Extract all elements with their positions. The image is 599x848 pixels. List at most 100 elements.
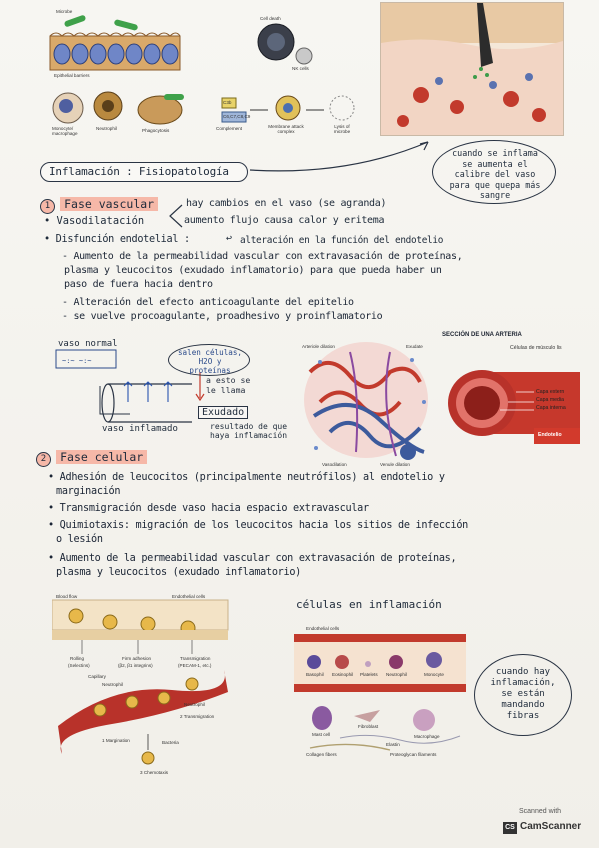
label-fibroblast: Fibroblast xyxy=(358,724,379,729)
top-immune-figure: Microbe Epithelial barriers Cell death N… xyxy=(36,4,376,150)
exudado-box: Exudado xyxy=(198,406,249,419)
label-selectins: (Selectins) xyxy=(68,663,90,668)
artery-title: SECCIÓN DE UNA ARTERIA xyxy=(442,332,522,338)
label-mac: Membrane attack complex xyxy=(268,124,304,134)
label-capa-interna: Capa interna xyxy=(536,405,566,411)
label-basophil: Basophil xyxy=(306,672,324,677)
bullet-disfuncion: • Disfunción endotelial : xyxy=(44,234,190,245)
sketch-bubble-text: salen células, H2O y proteínas xyxy=(177,348,242,375)
label-neutrophil-a: Neutrophil xyxy=(102,682,123,687)
label-monocyte-c: Monocyte xyxy=(424,672,444,677)
phase1-brace-top: hay cambios en el vaso (se agranda) xyxy=(186,198,387,209)
label-collagen: Collagen fibers xyxy=(306,752,337,757)
tissue-injury-figure xyxy=(380,2,564,136)
label-neutrophil-b: Neutrophil xyxy=(184,702,205,707)
sub1-line-c: paso de fuera hacia dentro xyxy=(64,279,213,290)
sub1-line-a: - Aumento de la permeabilidad vascular c… xyxy=(62,251,463,262)
label-transmig-step: 2 Transmigration xyxy=(180,714,214,719)
p2-bullet2: • Transmigración desde vaso hacia espaci… xyxy=(48,503,369,514)
label-monocyte: Monocyte/ macrophage xyxy=(52,126,78,136)
vessel-sketch: vaso normal ~:~ ~:~ salen células, H2O y… xyxy=(50,338,290,456)
vaso-inflamado-label: vaso inflamado xyxy=(102,424,178,434)
phase1-brace-bottom: aumento flujo causa calor y eritema xyxy=(184,215,385,226)
sub1-text-a: Aumento de la permeabilidad vascular con… xyxy=(73,251,463,262)
p2-b3a-text: Quimiotaxis: migración de los leucocitos… xyxy=(59,520,469,531)
scanned-with: Scanned with xyxy=(519,808,562,815)
label-bacteria: Bacteria xyxy=(162,740,179,745)
exudado-note: resultado de que haya inflamación xyxy=(210,422,288,440)
immune-cells-row xyxy=(52,91,184,125)
phase1-heading: 1 Fase vascular xyxy=(40,193,159,214)
title-arrow xyxy=(249,141,429,172)
sub2-line: - Alteración del efecto anticoagulante d… xyxy=(62,297,354,308)
sub3-text: se vuelve procoagulante, proadhesivo y p… xyxy=(73,311,383,322)
disfuncion-text: Disfunción endotelial : xyxy=(55,234,190,245)
label-phagocytosis: Phagocytosis xyxy=(142,128,170,133)
label-eosinophil: Eosinophil xyxy=(332,672,354,677)
sub3-line: - se vuelve procoagulante, proadhesivo y… xyxy=(62,311,383,322)
nk-cell xyxy=(257,23,313,65)
bottom-speech-bubble: cuando hay inflamación, se están mandand… xyxy=(474,654,572,736)
sub2-text: Alteración del efecto anticoagulante del… xyxy=(73,297,354,308)
sketch-bubble: salen células, H2O y proteínas xyxy=(168,344,250,376)
capillary-figure: Arteriole dilation Exudate Vasodilation … xyxy=(300,332,434,470)
p2-b1a-text: Adhesión de leucocitos (principalmente n… xyxy=(59,472,445,483)
sub1-line-b: plasma y leucocitos (exudado inflamatori… xyxy=(64,265,442,276)
label-blood-flow: Blood flow xyxy=(56,594,78,599)
step-1-number: 1 xyxy=(102,738,105,743)
cells-heading: células en inflamación xyxy=(296,598,442,611)
step-3-number: 3 xyxy=(140,770,143,775)
p2-bullet4-b: plasma y leucocitos (exudado inflamatori… xyxy=(56,567,302,578)
label-macrophage: Macrophage xyxy=(414,734,440,739)
phase2-heading: 2 Fase celular xyxy=(36,446,148,467)
brace-icon xyxy=(169,204,183,228)
label-musculo: Células de músculo lis xyxy=(510,345,562,351)
complement-cascade xyxy=(221,95,355,123)
label-microbe: Microbe xyxy=(56,9,73,14)
page-title: Inflamación : Fisiopatología xyxy=(49,165,229,178)
p2-b2-text: Transmigración desde vaso hacia espacio … xyxy=(59,503,369,514)
label-elastin: Elastin xyxy=(386,742,400,747)
cells-illustration xyxy=(294,634,466,751)
label-integrins: (β2, β1 integrins) xyxy=(118,663,153,668)
label-platelets: Platelets xyxy=(360,672,378,677)
leukocyte-migration-figure: Blood flow Endothelial cells Rolling Fir… xyxy=(51,594,230,778)
label-margination: 1 Margination xyxy=(102,738,130,743)
phase2-number: 2 xyxy=(36,452,51,467)
vaso-normal-label: vaso normal xyxy=(58,339,118,349)
camscanner-brand: CamScanner xyxy=(520,821,582,832)
label-endotelio: Endotelio xyxy=(538,432,562,438)
p2-bullet1-a: • Adhesión de leucocitos (principalmente… xyxy=(48,472,445,483)
p2-b4a-text: Aumento de la permeabilidad vascular con… xyxy=(59,553,457,564)
phase1-title: Fase vascular xyxy=(60,197,159,211)
label-transmig-top: Transmigration xyxy=(180,656,211,661)
label-lysis: Lysis of microbe xyxy=(333,124,351,134)
p2-bullet4-a: • Aumento de la permeabilidad vascular c… xyxy=(48,553,457,564)
phase2-title: Fase celular xyxy=(56,450,148,464)
arrow-note: a esto se le llama xyxy=(206,375,251,395)
label-proteoglycan: Proteoglycan filaments xyxy=(390,752,437,757)
step-2-number: 2 xyxy=(180,714,183,719)
label-nk: NK cells xyxy=(292,66,309,71)
chemotaxis-text: Chemotaxis xyxy=(143,770,169,775)
label-complement: Complement xyxy=(216,126,243,131)
label-vasodilation: Vasodilation xyxy=(322,462,347,467)
label-capa-media: Capa media xyxy=(536,397,564,403)
capillary-illustration xyxy=(304,342,428,460)
label-epithelial: Epithelial barriers xyxy=(54,73,90,78)
label-cell-death: Cell death xyxy=(260,16,281,21)
p2-bullet3-a: • Quimiotaxis: migración de los leucocit… xyxy=(48,520,469,531)
camscanner-badge: Scanned with CS CamScanner xyxy=(501,806,581,840)
vasodilatacion-text: Vasodilatación xyxy=(56,215,145,227)
epithelial-cells xyxy=(49,32,181,71)
label-venule: Venule dilation xyxy=(380,462,410,467)
vessel-drawing: ~:~ ~:~ xyxy=(55,349,205,423)
camscanner-logo-icon: CS xyxy=(503,822,517,834)
transmig-step-text: Transmigration xyxy=(183,714,215,719)
p2-bullet1-b: marginación xyxy=(56,486,121,497)
microbe-rods xyxy=(64,15,138,31)
phase1-number: 1 xyxy=(40,199,55,214)
cells-figure: Endothelial cells Basophil Eosinophil Pl… xyxy=(290,624,470,764)
p2-bullet3-b: o lesión xyxy=(56,534,103,545)
label-rolling: Rolling xyxy=(70,656,85,661)
